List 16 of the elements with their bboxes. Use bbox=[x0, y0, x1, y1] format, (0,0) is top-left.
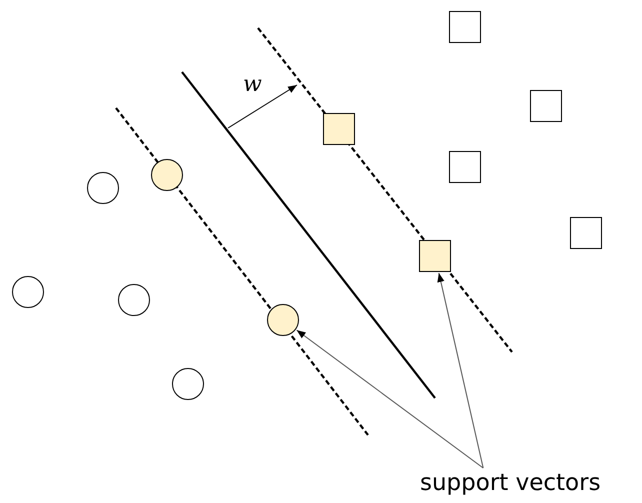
data-point-square bbox=[530, 90, 562, 122]
data-point-square bbox=[449, 151, 481, 183]
leader-line bbox=[437, 272, 484, 468]
support-vector-square bbox=[323, 113, 355, 145]
data-point-square bbox=[570, 217, 602, 249]
support-vector-square bbox=[419, 240, 451, 272]
data-point-circle bbox=[118, 284, 150, 316]
data-point-circle bbox=[87, 172, 119, 204]
leader-line bbox=[296, 330, 484, 468]
data-point-circle bbox=[12, 276, 44, 308]
callout-text: support vectors bbox=[420, 472, 601, 495]
vector-label: w bbox=[243, 74, 262, 96]
data-point-circle bbox=[172, 368, 204, 400]
support-vector-circle bbox=[151, 159, 183, 191]
data-point-square bbox=[449, 11, 481, 43]
support-vector-circle bbox=[267, 304, 299, 336]
